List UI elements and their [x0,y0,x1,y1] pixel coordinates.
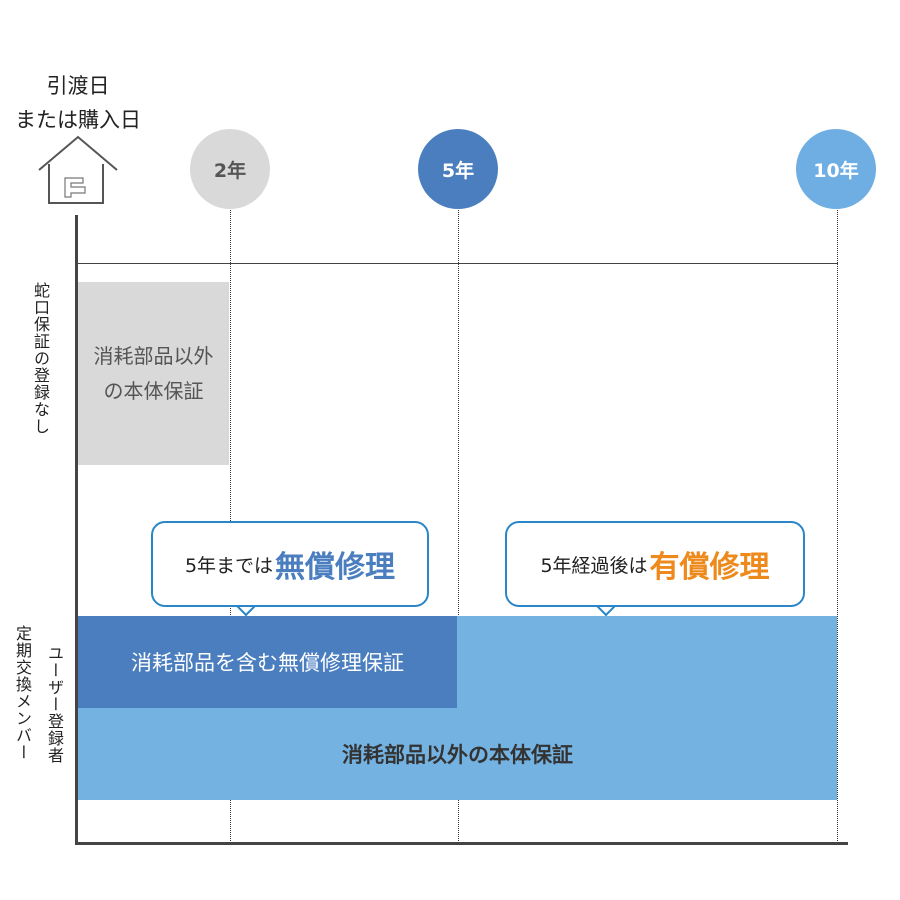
house-faucet-icon [38,135,118,204]
row-divider [76,263,838,264]
unregistered-row-label: 蛇口保証の登録なし [31,282,50,435]
unregistered-body-warranty-box: 消耗部品以外 の本体保証 [78,282,229,465]
callout-paid-repair: 5年経過後は有償修理 [505,521,805,607]
year-10-gridline [837,210,838,843]
title-line-2: または購入日 [15,108,141,132]
milestone-5-years: 5年 [418,129,498,209]
box-line-2: の本体保証 [103,378,204,403]
title-line-1: 引渡日 [46,74,110,98]
milestone-2-years: 2年 [190,129,270,209]
x-axis [75,842,848,845]
registered-row-label-2: 定期交換メンバー [13,625,32,761]
callout-emphasis: 無償修理 [275,550,396,585]
callout-free-repair: 5年までは無償修理 [151,521,429,607]
milestone-10-years: 10年 [796,129,876,209]
body-warranty-bar: 消耗部品以外の本体保証 [78,708,837,800]
free-repair-bar: 消耗部品を含む無償修理保証 [78,616,457,708]
callout-prefix: 5年経過後は [540,554,648,577]
registered-row-label-1: ユーザー登録者 [45,645,64,764]
y-axis [75,215,78,845]
paid-repair-period-bar [457,616,837,708]
callout-prefix: 5年までは [184,554,274,577]
box-line-1: 消耗部品以外 [93,343,214,368]
year-5-gridline [458,210,459,843]
callout-emphasis: 有償修理 [649,550,770,585]
